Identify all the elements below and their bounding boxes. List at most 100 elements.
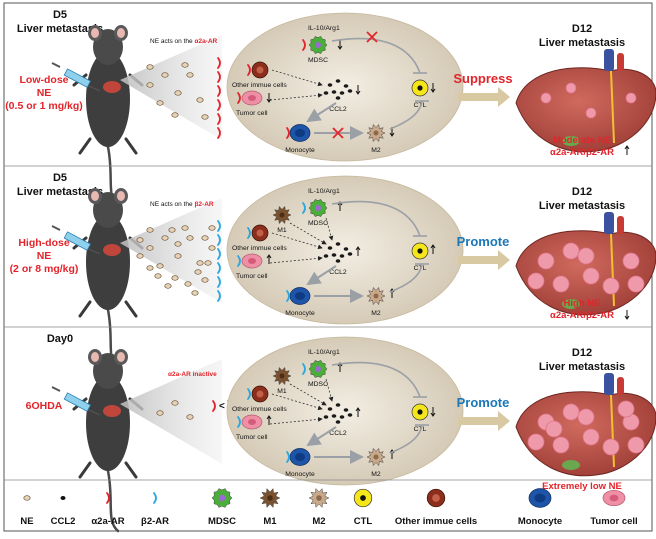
syringe-needle bbox=[88, 409, 101, 416]
m2-nucleus bbox=[373, 293, 379, 299]
ccl2-molecule bbox=[347, 89, 353, 93]
outcome-day-label: D12 bbox=[572, 347, 592, 359]
ne-molecule bbox=[156, 410, 164, 416]
red-up-arrow-icon bbox=[624, 145, 630, 155]
ne-molecule bbox=[161, 235, 169, 241]
other-immune-cell bbox=[251, 61, 269, 79]
syringe-icon bbox=[51, 386, 101, 416]
syringe-needle bbox=[88, 85, 101, 92]
legend-label: MDSC bbox=[208, 516, 236, 527]
outcome-line: Extremely low NE bbox=[542, 481, 622, 492]
effect-label: Suppress bbox=[453, 71, 512, 86]
tumor-cell-nucleus bbox=[609, 494, 619, 502]
down-arrow-icon bbox=[337, 40, 343, 50]
syringe-plunger bbox=[51, 386, 61, 392]
less-than-sign: < bbox=[219, 401, 225, 412]
ne-molecule bbox=[146, 227, 154, 233]
monocyte-label: Monocyte bbox=[285, 310, 315, 317]
dotted-arrow bbox=[271, 393, 323, 411]
mono-legend-icon bbox=[528, 488, 552, 508]
a2a-receptor bbox=[217, 113, 221, 125]
ccl2-molecule bbox=[327, 246, 333, 250]
tumor-cell-nucleus bbox=[248, 95, 256, 101]
recruit-arrow bbox=[306, 426, 337, 447]
ctl-nucleus bbox=[360, 495, 366, 501]
ccl2-molecule bbox=[339, 91, 345, 95]
ne-molecule bbox=[174, 90, 182, 96]
metastasis-nodule bbox=[577, 247, 595, 265]
b2-receptor-legend-icon bbox=[153, 492, 157, 504]
mouse-inner-ear bbox=[117, 191, 125, 201]
m2-nucleus bbox=[373, 454, 379, 460]
mdsc-cell bbox=[308, 360, 328, 378]
ne-beam bbox=[120, 359, 222, 464]
m1-label: M1 bbox=[277, 227, 287, 234]
ne-molecule bbox=[186, 414, 194, 420]
other-cells-label: Other immue cells bbox=[232, 406, 287, 413]
m2-label: M2 bbox=[371, 147, 381, 154]
other-immune-cell bbox=[251, 224, 269, 242]
other-cell-nucleus bbox=[432, 494, 440, 502]
effect-label: Promote bbox=[457, 395, 510, 410]
ne-molecule bbox=[171, 400, 179, 406]
outcome-day-label: D12 bbox=[572, 186, 592, 198]
ccl2-label: CCL2 bbox=[329, 269, 347, 276]
monocyte-cell bbox=[289, 124, 311, 142]
ne-molecule bbox=[196, 97, 204, 103]
ccl2-molecule bbox=[339, 254, 345, 258]
syringe-barrel bbox=[63, 231, 92, 251]
ne-molecule bbox=[164, 283, 172, 289]
panel-subtitle: Liver metastasis bbox=[17, 23, 103, 35]
metastasis-nodule bbox=[622, 252, 640, 270]
gallbladder bbox=[562, 299, 580, 309]
ne-molecule bbox=[156, 263, 164, 269]
mdsc-nucleus bbox=[218, 494, 226, 502]
metastasis-nodule bbox=[627, 436, 645, 454]
ne-molecule bbox=[154, 273, 162, 279]
b2-receptor bbox=[217, 262, 221, 274]
other-cell-nucleus bbox=[256, 66, 264, 74]
liver-illustration bbox=[515, 373, 656, 477]
ne-molecule bbox=[191, 290, 199, 296]
tumor-cell-nucleus bbox=[248, 419, 256, 425]
receptor-note-prefix: NE acts on the bbox=[150, 201, 194, 208]
m2-label: M2 bbox=[371, 310, 381, 317]
liver-body bbox=[515, 67, 656, 153]
ccl2-molecule bbox=[343, 408, 349, 412]
ctl-nucleus bbox=[417, 85, 423, 91]
syringe-barrel bbox=[63, 392, 92, 412]
gallbladder bbox=[562, 460, 580, 470]
tumor-cell bbox=[241, 90, 263, 106]
m2-nucleus bbox=[373, 130, 379, 136]
recruit-arrow bbox=[306, 265, 337, 286]
liver-artery bbox=[617, 53, 624, 71]
gallbladder bbox=[562, 136, 580, 146]
outcome-line: Moderate NE bbox=[553, 135, 611, 146]
legend-label: CTL bbox=[354, 516, 373, 527]
x-stroke bbox=[332, 127, 344, 139]
ne-beam bbox=[120, 198, 222, 303]
treatment-label: Low-dose bbox=[20, 74, 69, 86]
b2-receptor bbox=[286, 451, 290, 463]
x-stroke bbox=[366, 31, 378, 43]
ccl2-label: CCL2 bbox=[329, 430, 347, 437]
receptor-note-receptor: α2a-AR bbox=[194, 38, 217, 45]
panel-day-label: D5 bbox=[53, 172, 67, 184]
legend-label: Monocyte bbox=[518, 516, 562, 527]
b2-receptor bbox=[302, 363, 306, 375]
metastasis-nodule bbox=[527, 272, 545, 290]
ccl2-molecule bbox=[343, 84, 349, 88]
ccl2-molecule bbox=[335, 403, 341, 407]
mdsc-nucleus bbox=[315, 205, 321, 211]
ne-molecule bbox=[161, 72, 169, 78]
monocyte-nucleus bbox=[295, 129, 305, 137]
ne-molecule bbox=[186, 72, 194, 78]
mouse-head bbox=[93, 353, 123, 389]
metastasis-nodule bbox=[537, 252, 555, 270]
m1-nucleus bbox=[267, 495, 273, 501]
mdsc-nucleus bbox=[315, 366, 321, 372]
a2a-receptor bbox=[237, 92, 241, 104]
m1-nucleus bbox=[279, 373, 285, 379]
